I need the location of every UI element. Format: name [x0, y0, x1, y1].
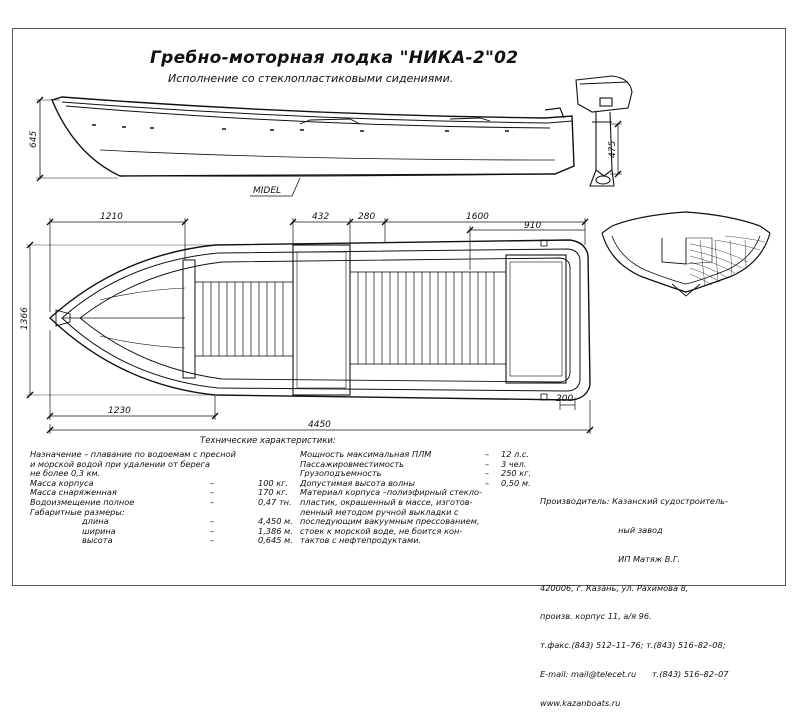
spec-text: тактов с нефтепродуктами. [300, 535, 422, 546]
spec-row: и морской водой при удалении от берега [30, 458, 293, 470]
dim-910-label: 910 [524, 221, 541, 231]
spec-value: 100 кг. [258, 477, 289, 488]
dim-1366-label: 1366 [20, 307, 30, 330]
manufacturer-line: www.kazanboats.ru [540, 697, 621, 708]
spec-dash: – [210, 496, 215, 507]
manufacturer-line: Производитель: Казанский судостроитель- [540, 496, 728, 507]
spec-text: Материал корпуса –полиэфирный стекло- [300, 487, 482, 498]
specs-right-column: Мощность максимальная ПЛМ – 12 л.с. Пассаж… [300, 449, 540, 546]
spec-row: Допустимая высота волны –0,50 м. [300, 477, 540, 489]
spec-dash: – [485, 477, 490, 488]
spec-dash: – [485, 468, 490, 479]
dim-200-label: 200 [556, 394, 573, 404]
dim-645-label: 645 [29, 131, 39, 148]
spec-row: Мощность максимальная ПЛМ – 12 л.с. [300, 449, 540, 460]
boat-drawing: 645 475 MIDEL 1210 432 280 1600 910 1366… [20, 75, 771, 434]
page-title: Гребно-моторная лодка "НИКА-2"02 [150, 48, 519, 68]
spec-dash: – [210, 487, 215, 498]
manufacturer-line: произв. корпус 11, а/я 96. [540, 611, 652, 622]
spec-name: Габаритные размеры: [30, 506, 125, 517]
spec-value: 0,50 м. [501, 477, 531, 488]
manufacturer-line: E-mail: mail@telecet.ru т.(843) 516–82–0… [540, 668, 729, 679]
manufacturer-line: ный завод [540, 524, 663, 535]
specs-left-column: Назначение – плавание по водоемам с прес… [30, 449, 293, 546]
spec-name: и морской водой при удалении от берега [30, 458, 211, 469]
spec-row: пластик, окрашенный в массе, изготов- [300, 496, 540, 508]
manufacturer-line: ИП Матяж В.Г. [540, 553, 681, 564]
spec-dash: – [210, 477, 215, 488]
spec-row: длина – 4,450 м. [30, 517, 293, 527]
spec-row: последующим вакуумным прессованием, [300, 517, 540, 527]
spec-name: Водоизмещение полное [30, 496, 135, 507]
dim-1230-label: 1230 [108, 406, 131, 416]
spec-row: не более 0,3 км. [30, 469, 293, 479]
spec-name: Мощность максимальная ПЛМ [300, 449, 432, 459]
spec-row: ленный методом ручной выкладки с [300, 506, 540, 518]
front-view [601, 211, 771, 297]
outboard-motor [575, 75, 633, 187]
spec-row: стоек к морской воде, не боится кон- [300, 525, 540, 537]
spec-row: ширина – 1,386 м. [30, 525, 293, 537]
spec-row: Материал корпуса –полиэфирный стекло- [300, 488, 540, 498]
spec-name: ширина [82, 525, 116, 536]
spec-name: Допустимая высота волны [300, 477, 415, 488]
spec-row: Грузоподъемность –250 кг. [300, 469, 540, 479]
spec-value: 1,386 м. [258, 525, 293, 536]
dim-1210-label: 1210 [100, 212, 123, 222]
dim-4450-label: 4450 [308, 420, 331, 430]
spec-value: 0,47 тн. [258, 496, 292, 507]
spec-dash: – [210, 525, 215, 536]
specs-title: Технические характеристики: [200, 436, 336, 446]
side-view [36, 75, 633, 197]
plan-view [26, 96, 622, 434]
spec-name: не более 0,3 км. [30, 468, 101, 479]
dim-1600-label: 1600 [466, 212, 489, 222]
spec-text: пластик, окрашенный в массе, изготов- [300, 496, 473, 507]
spec-row: Масса снаряженная – 170 кг. [30, 488, 293, 498]
spec-name: Грузоподъемность [300, 468, 382, 479]
spec-dash: – [210, 535, 215, 546]
spec-name: длина [82, 516, 109, 527]
spec-row: Масса корпуса – 100 кг. [30, 477, 293, 489]
spec-row: Пассажировместимость –3 чел. [300, 458, 540, 470]
spec-name: высота [82, 535, 113, 546]
spec-text: стоек к морской воде, не боится кон- [300, 525, 463, 536]
drawing-frame [12, 28, 786, 586]
spec-row: Назначение – плавание по водоемам с прес… [30, 449, 293, 460]
spec-name: Масса снаряженная [30, 487, 117, 498]
spec-text: ленный методом ручной выкладки с [300, 506, 459, 517]
manufacturer-block: Производитель: Казанский судостроитель- … [540, 478, 729, 718]
spec-name: Масса корпуса [30, 477, 94, 488]
spec-value: 4,450 м. [258, 516, 293, 527]
spec-row: Габаритные размеры: [30, 506, 293, 518]
page-subtitle: Исполнение со стеклопластиковыми сидения… [168, 72, 454, 85]
spec-value: 3 чел. [501, 458, 527, 469]
spec-row: Водоизмещение полное – 0,47 тн. [30, 496, 293, 508]
spec-name: Назначение – плавание по водоемам с прес… [30, 449, 236, 459]
dim-280-label: 280 [358, 212, 375, 222]
spec-dash: – [485, 449, 490, 459]
spec-value: 0,645 м. [258, 535, 293, 546]
spec-dash: – [210, 516, 215, 527]
spec-name: Пассажировместимость [300, 458, 405, 469]
dim-432-label: 432 [312, 212, 329, 222]
manufacturer-line: 420006, г. Казань, ул. Рахимова 8, [540, 582, 689, 593]
spec-value: 170 кг. [258, 487, 289, 498]
spec-text: последующим вакуумным прессованием, [300, 516, 480, 527]
spec-value: 250 кг. [501, 468, 532, 479]
spec-row: тактов с нефтепродуктами. [300, 536, 540, 546]
dim-475-label: 475 [608, 141, 618, 158]
midel-label: MIDEL [253, 186, 281, 196]
spec-row: высота – 0,645 м. [30, 536, 293, 546]
spec-value: 12 л.с. [501, 449, 529, 459]
spec-dash: – [485, 458, 490, 469]
manufacturer-line: т.факс.(843) 512–11–76; т.(843) 516–82–0… [540, 640, 726, 651]
